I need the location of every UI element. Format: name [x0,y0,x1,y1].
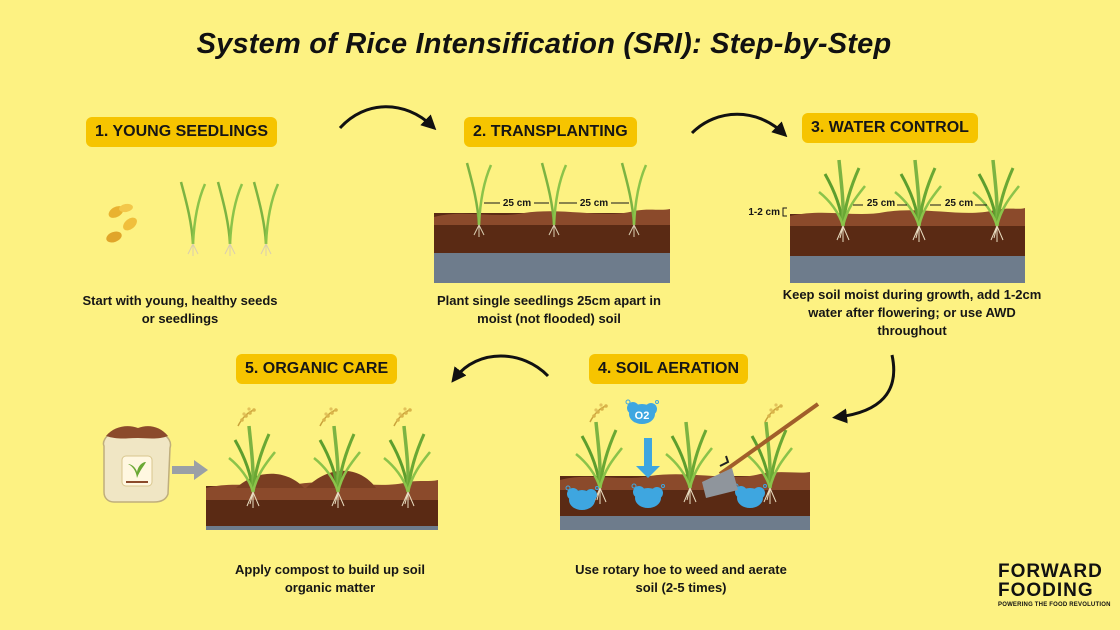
step-5-caption: Apply compost to build up soil organic m… [235,562,425,595]
seedling-icon [179,180,280,258]
svg-text:O2: O2 [635,410,650,422]
step-4-caption: Use rotary hoe to weed and aerate soil (… [575,562,787,595]
arrow-step3-to-step4 [832,354,896,424]
spacing-label: 25 cm [867,198,895,209]
spacing-label: 25 cm [503,198,531,209]
step-2-label: 2. TRANSPLANTING [464,117,637,147]
arrow-step4-to-step5 [451,354,550,383]
spacing-label: 25 cm [580,198,608,209]
brand-logo: FORWARD FOODING POWERING THE FOOD REVOLU… [998,562,1111,608]
organic-care-illustration [102,406,438,530]
transplanting-illustration: 25 cm 25 cm [434,161,670,283]
arrow-step1-to-step2 [338,105,437,131]
spacing-label: 25 cm [945,198,973,209]
rotary-hoe-icon [702,402,820,498]
step-5-label: 5. ORGANIC CARE [236,354,398,384]
page-title: System of Rice Intensification (SRI): St… [196,28,892,60]
step-1-label: 1. YOUNG SEEDLINGS [86,117,278,147]
soil-aeration-illustration: O2 [560,399,820,530]
water-depth-label: 1-2 cm [748,207,780,218]
compost-arrow-icon [172,460,208,480]
step-4-label: 4. SOIL AERATION [589,354,749,384]
water-control-illustration: 25 cm 25 cm 1-2 cm [748,158,1025,283]
logo-line-2: FOODING [998,580,1094,601]
seeds-and-seedlings-illustration [106,180,280,258]
seeds-icon [106,203,137,243]
arrow-step2-to-step3 [690,112,788,138]
step-3-caption: Keep soil moist during growth, add 1-2cm… [782,287,1042,338]
step-2-caption: Plant single seedlings 25cm apart in moi… [437,293,661,326]
logo-line-1: FORWARD [998,561,1103,582]
compost-bag-icon [102,426,172,503]
step-3-label: 3. WATER CONTROL [802,113,978,143]
oxygen-cloud-icon: O2 [625,399,659,425]
logo-tagline: POWERING THE FOOD REVOLUTION [998,602,1111,608]
step-1-caption: Start with young, healthy seeds or seedl… [82,293,278,326]
